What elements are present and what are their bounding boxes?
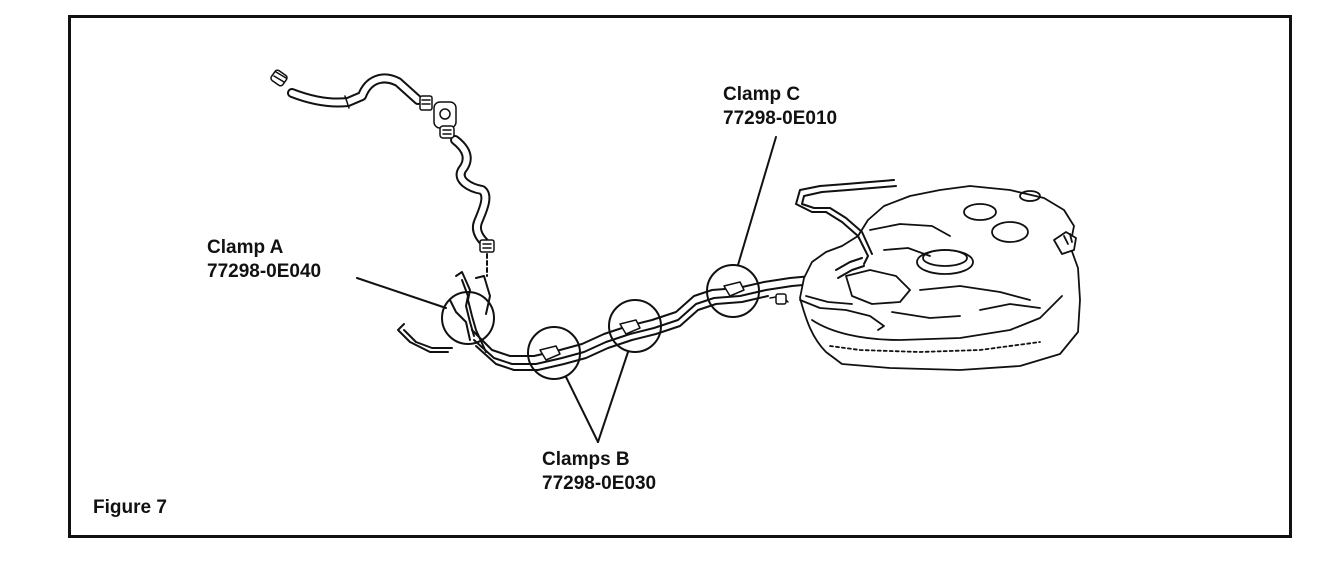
clamp-a-circle: [441, 291, 495, 345]
clamp-c-circle: [706, 264, 760, 318]
upper-hose: [287, 73, 491, 249]
clamp-c-leader: [737, 136, 777, 266]
figure-frame: [68, 15, 1292, 538]
clamp-b-circle-2: [608, 299, 662, 353]
clamp-a-name: Clamp A: [207, 237, 284, 258]
clamps-b-leader-1: [565, 376, 599, 443]
clamp-c-part-number: 77298-0E010: [723, 108, 838, 129]
clamp-b-circle-1: [527, 326, 581, 380]
clamps-b-leader-2: [597, 351, 629, 443]
clamp-c-label: Clamp C 77298-0E010: [723, 83, 837, 131]
tank-vapor-lines: [795, 179, 897, 279]
main-fuel-lines: [471, 269, 839, 371]
fuel-tank: [799, 185, 1081, 371]
hose-connectors: [270, 69, 495, 277]
left-bracket-lines: [397, 271, 491, 353]
figure-caption: Figure 7: [93, 497, 167, 518]
clamp-a-label: Clamp A 77298-0E040: [207, 236, 321, 284]
clamp-a-part-number: 77298-0E040: [207, 261, 322, 282]
leader-lines: [356, 136, 777, 443]
clamp-c-name: Clamp C: [723, 84, 801, 105]
clamp-a-leader: [356, 277, 447, 309]
clamps-b-part-number: 77298-0E030: [542, 473, 657, 494]
clamp-circles: [441, 264, 760, 380]
clamps-b-label: Clamps B 77298-0E030: [542, 448, 656, 496]
clamps-b-name: Clamps B: [542, 449, 630, 470]
